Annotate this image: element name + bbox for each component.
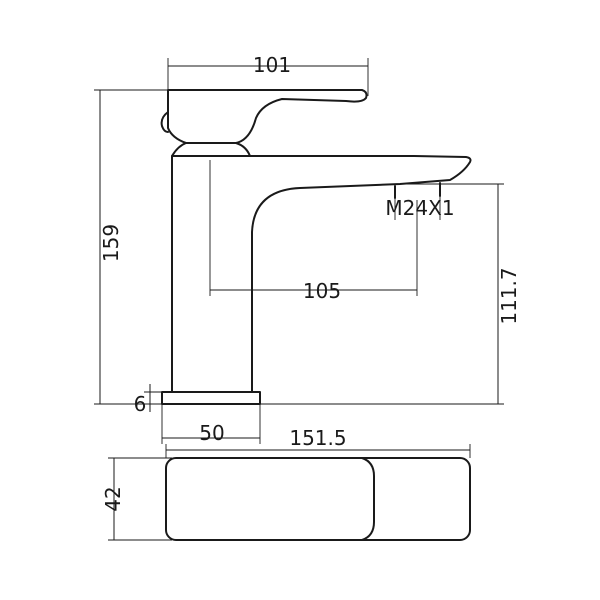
body-spout-outline: [171, 155, 472, 393]
dimension-overall-height: 159: [94, 89, 168, 405]
dimension-plan-width: 42: [101, 457, 172, 541]
handle-collar: [171, 142, 251, 157]
label-base-width: 50: [199, 421, 224, 445]
plan-spout-divider: [361, 457, 375, 541]
label-spout-reach: 105: [303, 279, 341, 303]
faucet-plan-view: [165, 457, 471, 541]
dimension-spout-reach: 105: [209, 160, 418, 303]
label-spout-height: 111.7: [497, 267, 521, 324]
plan-outline: [165, 457, 471, 541]
handle-outline: [167, 89, 368, 144]
dimension-handle-width: 101: [167, 53, 369, 96]
label-plan-width: 42: [101, 486, 125, 511]
handle-button: [160, 111, 169, 133]
label-plan-length: 151.5: [289, 426, 346, 450]
base-plate: [161, 391, 261, 405]
label-base-thickness: 6: [134, 392, 147, 416]
label-thread: M24X1: [385, 196, 454, 220]
dimension-base-thickness: 6: [134, 384, 162, 416]
dimension-thread: M24X1: [385, 196, 455, 220]
label-handle-width: 101: [253, 53, 291, 77]
dimension-base-width: 50: [161, 404, 261, 445]
dimension-spout-height: 111.7: [260, 183, 521, 405]
faucet-side-view: [160, 89, 472, 405]
dimension-plan-length: 151.5: [165, 426, 471, 458]
label-overall-height: 159: [99, 224, 123, 262]
